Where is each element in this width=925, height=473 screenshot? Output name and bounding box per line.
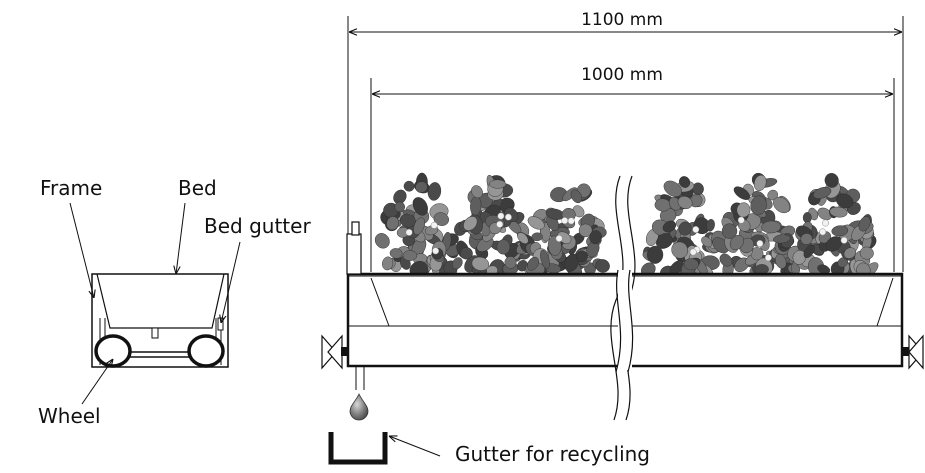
strawberry-plant [525,183,610,280]
wheel-left [94,334,132,368]
rail-wheel-right [902,334,924,370]
strawberry-plant [374,172,461,280]
strawberry-plant [719,172,804,279]
dimension-outer: 1100 mm [581,10,663,30]
break-line [610,175,624,421]
strawberry-plant [640,176,729,280]
rail-wheel-left [321,334,348,370]
strawberry-plant [451,174,538,279]
side-view: Frame Bed Bed gutter Wheel [38,176,311,428]
water-drop-icon [349,393,369,421]
side-frame [91,273,229,368]
leader-wheel [81,359,113,405]
strawberry-plant [792,173,879,278]
leader-bed-gutter [221,241,241,323]
recycling-gutter [328,432,388,465]
label-bed: Bed [178,176,217,200]
strawberry-plants [374,172,879,280]
wheel-right [187,334,225,368]
front-post [346,233,362,275]
side-bed [96,273,225,329]
dimension-inner: 1000 mm [581,65,663,85]
label-bed-gutter: Bed gutter [204,214,311,238]
front-view: 1100 mm 1000 mm [321,10,924,466]
label-frame: Frame [40,176,102,200]
leader-bed [176,202,186,274]
leader-frame [69,202,94,298]
label-recycling-gutter: Gutter for recycling [455,442,650,466]
leader-recycling-gutter [389,436,441,457]
label-wheel: Wheel [38,404,101,428]
